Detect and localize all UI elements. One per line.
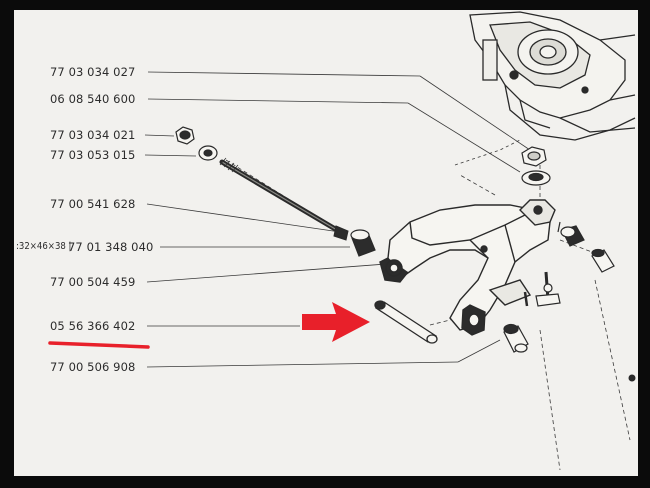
- leader-line: [147, 71, 421, 77]
- assembly-line: [594, 279, 631, 441]
- part-number-label: 77 00 506 908: [50, 360, 136, 374]
- part-number-label: 77 03 053 015: [50, 148, 136, 162]
- photo-border-top: [0, 0, 650, 10]
- highlighted-part-number: 05 56 366 402: [50, 319, 136, 333]
- washer-upper: [521, 170, 551, 186]
- assembly-line: [539, 329, 561, 471]
- ball-joint: [523, 271, 561, 307]
- leader-line: [419, 75, 531, 151]
- long-bolt: [219, 157, 349, 241]
- part-number-label: 77 03 034 021: [50, 128, 136, 142]
- part-number-label: 77 01 348 040: [68, 240, 154, 254]
- part-number-label: 77 00 504 459: [50, 275, 136, 289]
- part-number-label: 77 00 541 628: [50, 197, 136, 211]
- leader-lines: [144, 71, 631, 471]
- leader-line: [147, 98, 409, 104]
- bushing-lower: [503, 323, 529, 353]
- highlighted-pin: [374, 300, 438, 344]
- bushing-right: [557, 221, 585, 247]
- leader-line: [146, 263, 387, 283]
- washer-left: [198, 145, 218, 161]
- leader-line: [144, 134, 175, 137]
- photo-border-bottom: [0, 476, 650, 488]
- lower-arm-drawing: [379, 199, 556, 336]
- leader-line: [407, 102, 521, 173]
- part-number-label: 06 08 540 600: [50, 92, 136, 106]
- dimension-label: :32×46×38 |: [16, 241, 72, 252]
- leader-line: [457, 339, 501, 363]
- edge-fragment: [628, 374, 636, 382]
- leader-line: [146, 203, 341, 233]
- photo-border-right: [638, 0, 650, 488]
- nut-upper: [521, 146, 547, 167]
- part-number-label: 77 03 034 027: [50, 65, 136, 79]
- subframe-drawing: [469, 11, 636, 141]
- sleeve-right: [591, 248, 615, 273]
- photo-border-left: [0, 0, 14, 488]
- highlight-arrow: [302, 302, 370, 342]
- leader-line: [146, 361, 459, 368]
- bushing-upper: [350, 229, 376, 257]
- nut-left: [175, 126, 195, 145]
- assembly-line: [459, 174, 496, 196]
- leader-line: [144, 154, 197, 157]
- highlight-underline: [48, 341, 150, 349]
- assembly-line: [454, 139, 521, 166]
